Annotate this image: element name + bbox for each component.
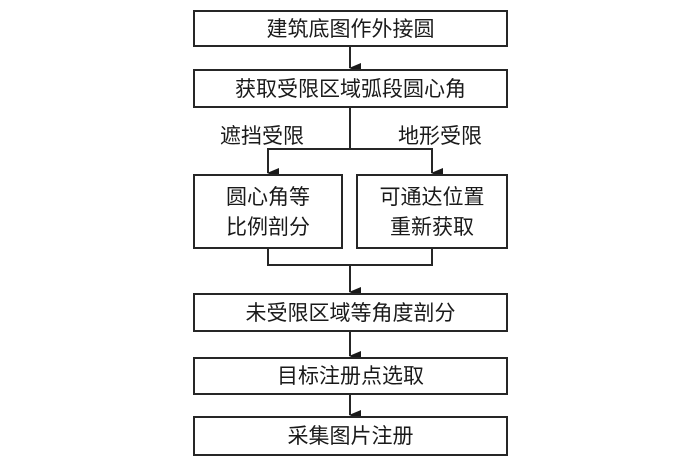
step-select-points-text: 目标注册点选取: [277, 364, 424, 388]
step-proportional-split-line1: 圆心角等: [226, 184, 310, 209]
step-get-arc-angle-text: 获取受限区域弧段圆心角: [235, 76, 466, 101]
step-circumscribe-text: 建筑底图作外接圆: [266, 16, 435, 41]
step-proportional-split-box: 圆心角等 比例剖分: [193, 174, 343, 249]
step-proportional-split-line2: 比例剖分: [226, 214, 310, 239]
step-reacquire-position-box: 可通达位置 重新获取: [356, 174, 508, 249]
step-circumscribe-box: 建筑底图作外接圆: [193, 10, 508, 47]
step-reacquire-position-line1: 可通达位置: [379, 184, 485, 209]
step-capture-register-box: 采集图片注册: [193, 416, 508, 456]
branch-label-terrain: 地形受限: [398, 124, 482, 148]
step-equal-angle-split-box: 未受限区域等角度剖分: [193, 293, 508, 332]
step-capture-register-text: 采集图片注册: [287, 424, 414, 448]
step-equal-angle-split-text: 未受限区域等角度剖分: [245, 300, 456, 325]
step-select-points-box: 目标注册点选取: [193, 357, 508, 395]
branch-label-occlusion: 遮挡受限: [220, 124, 304, 148]
step-reacquire-position-line2: 重新获取: [390, 214, 474, 239]
step-get-arc-angle-box: 获取受限区域弧段圆心角: [193, 69, 508, 108]
